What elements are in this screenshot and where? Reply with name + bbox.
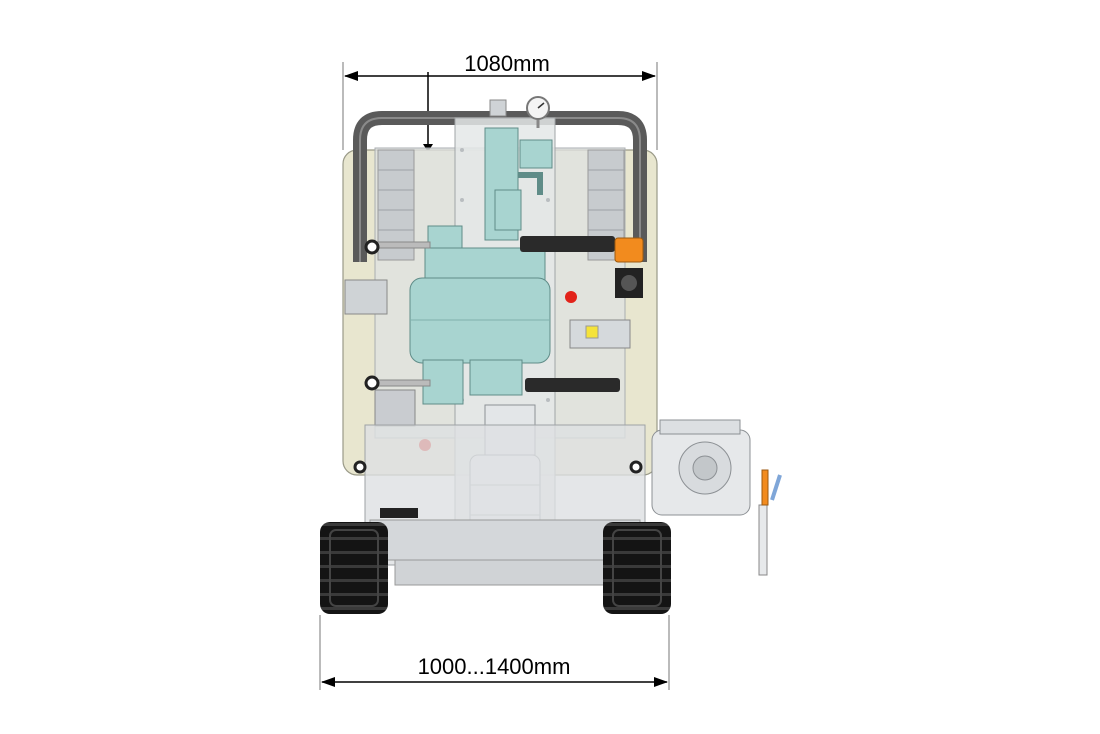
- valve-block: [569, 319, 631, 349]
- track-width-label: 1000...1400mm: [418, 654, 571, 679]
- track-width-dimension: 1000...1400mm: [319, 615, 670, 690]
- gauge-needle: [537, 102, 545, 109]
- top-valve: [489, 99, 507, 117]
- rack-slats: [378, 169, 624, 231]
- top-width-label: 1080mm: [464, 51, 550, 76]
- left-grid-panel: [374, 389, 416, 427]
- lower-cylinder: [525, 378, 620, 392]
- left-control-box: [344, 279, 388, 315]
- teal-motor-lower-right: [469, 359, 523, 396]
- black-bar: [380, 508, 418, 518]
- upper-left-pivot: [364, 239, 380, 255]
- red-emergency-button-upper: [565, 291, 577, 303]
- right-chassis-pivot: [629, 460, 643, 474]
- chassis-base: [394, 559, 606, 586]
- chassis-beam: [369, 519, 641, 561]
- drill-rig: [320, 96, 782, 614]
- right-crawler-track: [603, 522, 671, 614]
- left-crawler-track: [320, 522, 388, 614]
- teal-pipe: [518, 172, 543, 195]
- orange-junction-box: [614, 237, 644, 263]
- top-width-dimension: 1080mm: [342, 51, 658, 152]
- upper-cylinder: [520, 236, 615, 252]
- lower-left-pivot: [364, 375, 380, 391]
- winch-assembly: [651, 419, 751, 516]
- upper-teal-block: [519, 139, 553, 169]
- yellow-label: [585, 325, 599, 339]
- upper-teal-valve: [494, 189, 522, 231]
- winch-handle: [758, 469, 782, 576]
- connector-socket: [621, 275, 637, 291]
- left-chassis-pivot: [353, 460, 367, 474]
